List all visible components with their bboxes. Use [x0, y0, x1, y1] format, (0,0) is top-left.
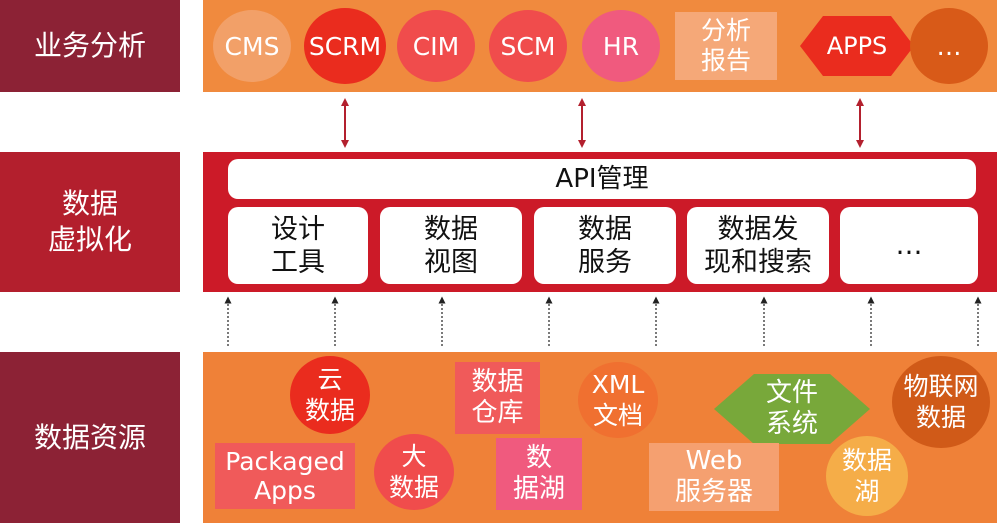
data-discovery-box: 数据发 现和搜索	[687, 207, 829, 284]
data-view-box: 数据 视图	[380, 207, 522, 284]
file-system-label: 文件 系统	[765, 378, 818, 439]
design-tools-box: 设计 工具	[228, 207, 368, 284]
cms-circle: CMS	[213, 10, 291, 82]
xml-document-circle: XML 文档	[578, 362, 658, 438]
api-management-box: API管理	[228, 159, 976, 199]
big-data-circle: 大 数据	[374, 434, 454, 510]
data-lake-circle: 数据 湖	[826, 436, 908, 516]
iot-data-circle: 物联网 数据	[892, 356, 990, 448]
row-label-sources: 数据资源	[0, 352, 180, 523]
analysis-report-box: 分析 报告	[675, 12, 777, 80]
dotted-arrows	[224, 296, 982, 346]
bidirectional-arrows	[341, 98, 864, 148]
cloud-data-circle: 云 数据	[290, 356, 370, 434]
scrm-circle: SCRM	[304, 8, 386, 84]
hr-circle: HR	[582, 10, 660, 82]
more-business-circle: …	[910, 8, 988, 84]
file-system-diamond	[714, 374, 870, 444]
apps-label: APPS	[826, 32, 888, 60]
data-lake-box: 数 据湖	[496, 438, 582, 510]
data-warehouse-box: 数据 仓库	[455, 362, 540, 434]
packaged-apps-box: Packaged Apps	[215, 443, 355, 509]
web-server-box: Web 服务器	[649, 443, 779, 511]
scm-circle: SCM	[489, 10, 567, 82]
data-service-box: 数据 服务	[534, 207, 676, 284]
apps-diamond	[800, 16, 914, 76]
row-label-business: 业务分析	[0, 0, 180, 92]
row-label-virtualization: 数据 虚拟化	[0, 152, 180, 292]
more-virtualization-box: …	[840, 207, 978, 284]
cim-circle: CIM	[397, 10, 475, 82]
